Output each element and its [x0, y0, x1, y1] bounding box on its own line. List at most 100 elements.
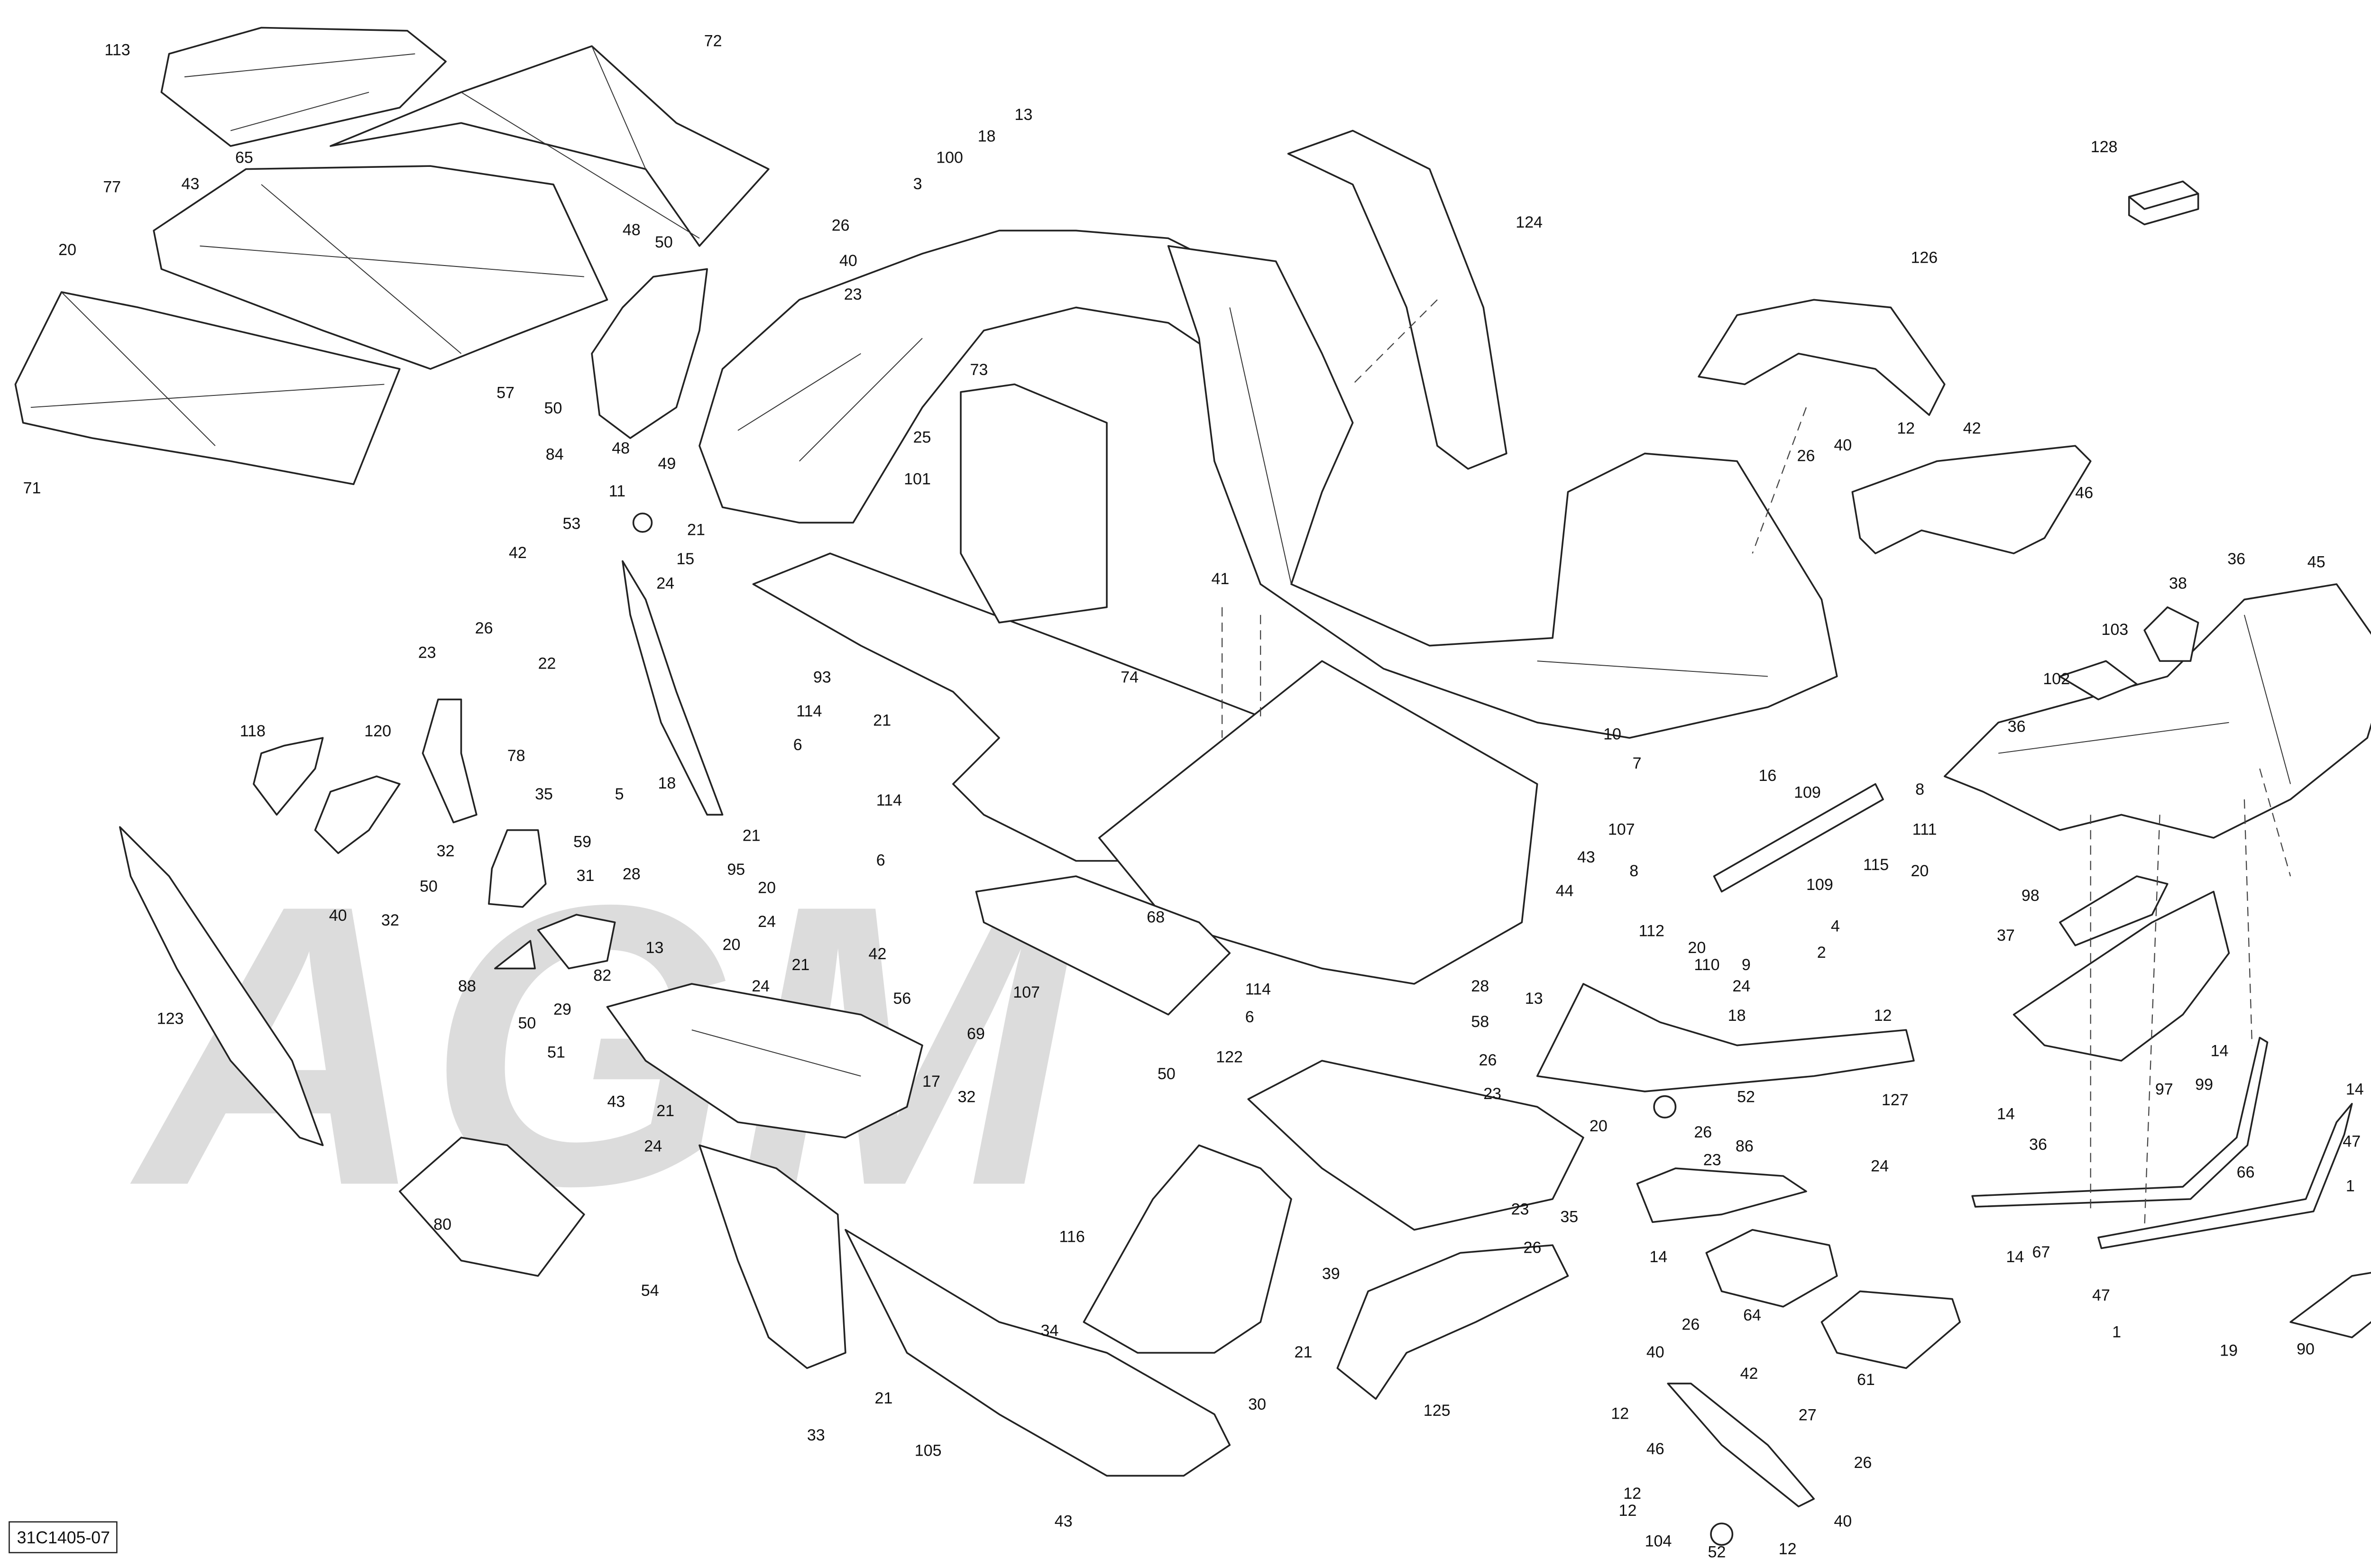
part-97-bracket: [2013, 890, 2230, 1062]
callout-label: 107: [1608, 820, 1635, 838]
callout-label: 15: [676, 550, 694, 568]
part-84-bracket: [591, 268, 708, 439]
drawing-code: 31C1405-07: [17, 1528, 110, 1547]
callout-label: 48: [623, 221, 641, 239]
callout-label: 8: [1915, 780, 1924, 798]
part-122-panel: [1247, 1060, 1584, 1231]
callout-label: 24: [1732, 977, 1750, 995]
callout-label: 40: [1834, 436, 1852, 454]
part-65-front-panel: [153, 165, 608, 370]
callout-label: 14: [2211, 1042, 2229, 1060]
callout-label: 114: [876, 791, 902, 809]
callout-label: 23: [418, 644, 436, 662]
callout-label: 64: [1743, 1306, 1761, 1324]
callout-label: 78: [507, 747, 525, 765]
callout-label: 23: [1703, 1151, 1721, 1169]
callout-label: 42: [869, 945, 887, 963]
part-frame-body: [1167, 245, 1838, 739]
callout-label: 32: [437, 842, 455, 860]
callout-label: 48: [612, 439, 630, 457]
callout-label: 46: [2075, 484, 2093, 502]
callout-label: 6: [1245, 1008, 1254, 1026]
callout-label: 44: [1556, 882, 1574, 900]
callout-label: 12: [1874, 1007, 1892, 1025]
part-107-plate: [975, 875, 1231, 1016]
callout-label: 21: [791, 956, 809, 974]
callout-label: 7: [1633, 754, 1642, 772]
callout-label: 116: [1059, 1228, 1085, 1246]
callout-label: 43: [182, 175, 200, 193]
callout-label: 14: [2346, 1080, 2364, 1098]
callout-label: 114: [796, 702, 822, 720]
part-64-tail-light: [1705, 1229, 1838, 1308]
callout-label: 52: [1708, 1543, 1726, 1561]
callout-label: 40: [1646, 1343, 1664, 1361]
part-113-top-panel: [160, 27, 447, 147]
callout-label: 109: [1806, 876, 1833, 894]
callout-label: 65: [235, 149, 253, 167]
callout-label: 49: [658, 455, 676, 473]
callout-label: 99: [2195, 1076, 2213, 1094]
callout-label: 46: [1646, 1440, 1664, 1458]
callout-label: 84: [546, 445, 564, 463]
callout-label: 9: [1742, 956, 1751, 974]
callout-label: 114: [1245, 981, 1271, 999]
callout-label: 1: [2112, 1323, 2121, 1341]
callout-label: 42: [1740, 1365, 1758, 1383]
callout-label: 105: [915, 1441, 942, 1459]
callout-label: 19: [2220, 1342, 2238, 1360]
callout-label: 53: [562, 514, 580, 532]
callout-label: 26: [475, 619, 493, 637]
callout-label: 35: [1560, 1208, 1578, 1226]
part-46-rod: [1667, 1383, 1815, 1508]
callout-label: 43: [1577, 848, 1595, 866]
callout-label: 59: [573, 833, 591, 851]
callout-label: 58: [1471, 1013, 1489, 1031]
callout-label: 6: [793, 736, 802, 754]
callout-label: 25: [913, 429, 931, 447]
callout-label: 51: [547, 1044, 565, 1062]
callout-label: 16: [1759, 767, 1777, 785]
callout-label: 66: [2237, 1163, 2255, 1181]
callout-label: 50: [420, 877, 438, 895]
part-78-bracket: [422, 698, 478, 824]
callout-label: 54: [641, 1282, 659, 1300]
callout-label: 26: [832, 216, 850, 234]
callout-label: 21: [873, 711, 891, 729]
callout-label: 73: [970, 361, 988, 379]
callout-label: 43: [1055, 1512, 1073, 1530]
callout-label: 32: [381, 911, 399, 929]
callout-label: 125: [1424, 1402, 1451, 1420]
callout-label: 45: [2307, 553, 2325, 571]
callout-label: 109: [1794, 784, 1821, 802]
callout-label: 12: [1779, 1540, 1797, 1558]
callout-label: 21: [656, 1102, 674, 1120]
callout-label: 29: [553, 1000, 571, 1018]
part-123-side-panel: [119, 826, 324, 1146]
callout-label: 50: [655, 233, 673, 251]
callout-label: 102: [2043, 670, 2070, 688]
callout-label: 3: [913, 175, 922, 193]
callout-label: 41: [1211, 570, 1229, 588]
callout-label: 12: [1897, 419, 1915, 437]
callout-label: 21: [687, 521, 705, 539]
callout-label: 118: [240, 722, 266, 740]
callout-label: 82: [593, 966, 611, 984]
callout-label: 26: [1694, 1123, 1712, 1141]
part-128-block: [2128, 180, 2199, 226]
callout-label: 1: [2346, 1177, 2355, 1195]
callout-label: 88: [458, 977, 476, 995]
callout-label: 57: [496, 384, 515, 402]
callout-label: 13: [1015, 106, 1033, 124]
callout-label: 5: [615, 785, 624, 803]
callout-label: 10: [1603, 725, 1621, 743]
drawing-code-box: 31C1405-07: [9, 1521, 118, 1553]
callout-label: 128: [2091, 138, 2118, 156]
part-61-tail-light: [1820, 1290, 1961, 1369]
callout-label: 110: [1694, 956, 1719, 974]
callout-label: 72: [704, 32, 722, 50]
callout-label: 8: [1629, 862, 1638, 880]
callout-label: 28: [1471, 977, 1489, 995]
callout-label: 14: [2006, 1248, 2024, 1266]
